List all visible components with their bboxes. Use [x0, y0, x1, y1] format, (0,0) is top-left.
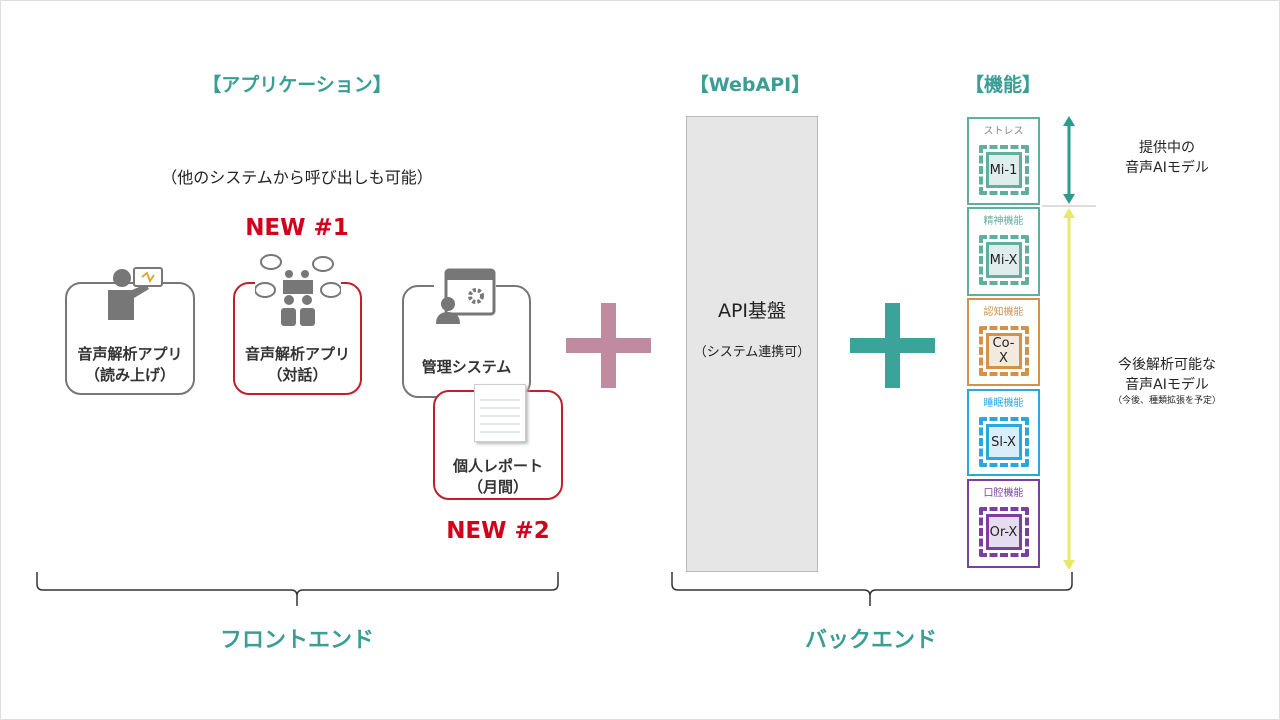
- chip-sleep: 睡眠機能 Sl-X: [967, 389, 1040, 476]
- chip-icon: Mi-X: [978, 235, 1029, 285]
- chip-code: Sl-X: [985, 424, 1022, 460]
- current-note-line1: 提供中の: [1139, 140, 1195, 156]
- subtitle: （他のシステムから呼び出しも可能）: [161, 168, 433, 187]
- app-reading-sub: （読み上げ）: [84, 366, 175, 384]
- backend-label: バックエンド: [804, 628, 938, 653]
- app-dialogue-sub: （対話）: [267, 366, 328, 384]
- group-conversation-icon: [255, 252, 341, 328]
- functions-section-title: 【機能】: [964, 74, 1042, 96]
- app-reading-label: 音声解析アプリ: [77, 345, 183, 363]
- chip-oral: 口腔機能 Or-X: [967, 479, 1040, 568]
- future-note-line1: 今後解析可能な: [1117, 357, 1216, 373]
- chip-icon: Sl-X: [978, 417, 1029, 467]
- chip-mental: 精神機能 Mi-X: [967, 207, 1040, 296]
- api-subtitle: （システム連携可）: [693, 345, 811, 360]
- app-section-title: 【アプリケーション】: [202, 74, 392, 96]
- api-title: API基盤: [717, 300, 787, 322]
- chip-code: Mi-X: [985, 242, 1022, 278]
- chip-icon: Co-X: [978, 326, 1029, 376]
- app-report-sub: （月間）: [467, 478, 528, 496]
- plus-icon-vertical: [601, 303, 616, 388]
- chip-icon: Or-X: [978, 507, 1029, 557]
- person-presenting-icon: [108, 267, 163, 320]
- chip-category: 認知機能: [983, 307, 1024, 318]
- chip-code: Co-X: [985, 333, 1022, 369]
- chip-category: 精神機能: [983, 216, 1024, 227]
- admin-settings-icon: [434, 268, 496, 324]
- range-arrows: [1042, 116, 1096, 570]
- future-models-note: 今後解析可能な 音声AIモデル （今後、種類拡張を予定）: [1113, 355, 1221, 407]
- app-admin: 管理システム: [402, 285, 531, 398]
- chip-code: Or-X: [985, 514, 1022, 550]
- webapi-section-title: 【WebAPI】: [689, 74, 811, 96]
- chip-stress: ストレス Mi-1: [967, 117, 1040, 205]
- chip-cognitive: 認知機能 Co-X: [967, 298, 1040, 386]
- section-braces: [36, 572, 1073, 606]
- plus-icon-teal-vertical: [885, 303, 900, 388]
- chip-category: 口腔機能: [983, 488, 1024, 499]
- new-badge-2: NEW #2: [446, 518, 550, 544]
- report-document-icon: [474, 384, 526, 442]
- frontend-label: フロントエンド: [219, 628, 375, 653]
- new-badge-1: NEW #1: [245, 215, 349, 241]
- future-note-line2: 音声AIモデル: [1125, 377, 1209, 393]
- chip-category: 睡眠機能: [983, 398, 1024, 409]
- future-note-small: （今後、種類拡張を予定）: [1112, 396, 1222, 406]
- current-models-note: 提供中の 音声AIモデル: [1125, 138, 1209, 178]
- chip-icon: Mi-1: [978, 145, 1029, 195]
- chip-code: Mi-1: [985, 152, 1022, 188]
- app-admin-label: 管理システム: [421, 358, 512, 376]
- api-platform-box: API基盤 （システム連携可）: [686, 116, 818, 572]
- chip-category: ストレス: [983, 126, 1024, 137]
- app-report-label: 個人レポート: [452, 457, 543, 475]
- app-dialogue-label: 音声解析アプリ: [244, 345, 350, 363]
- current-note-line2: 音声AIモデル: [1125, 160, 1209, 176]
